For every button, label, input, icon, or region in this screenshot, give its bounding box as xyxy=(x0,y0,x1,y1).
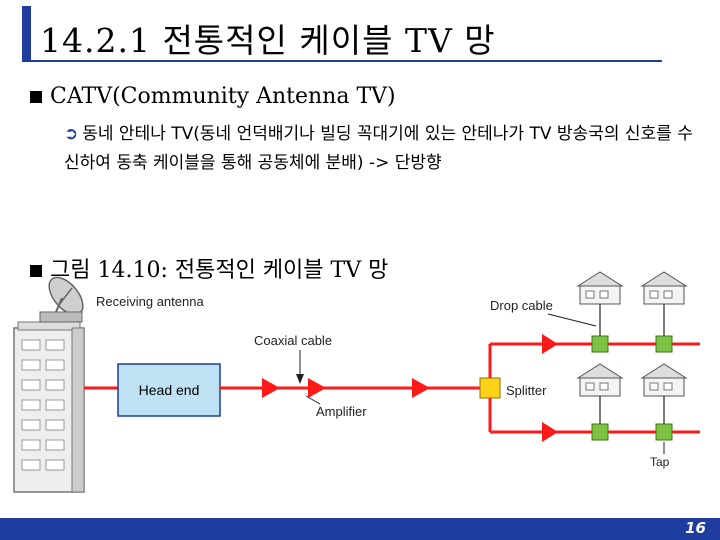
figure-caption-text: 그림 14.10: 전통적인 케이블 TV 망 xyxy=(50,258,389,283)
amplifier-icon xyxy=(412,378,430,398)
head-end-label: Head end xyxy=(139,382,200,398)
building-icon xyxy=(13,321,85,493)
square-bullet-icon xyxy=(30,265,42,277)
house-icon xyxy=(640,363,688,397)
page-number: 16 xyxy=(685,519,706,537)
tap-icon xyxy=(591,335,609,353)
tap-icon xyxy=(655,423,673,441)
coaxial-cable-label: Coaxial cable xyxy=(254,333,332,348)
bullet-catv-text: CATV(Community Antenna TV) xyxy=(50,84,396,109)
satellite-dish-icon xyxy=(39,276,84,323)
splitter-label: Splitter xyxy=(506,383,547,398)
amplifier-icon xyxy=(308,378,326,398)
house-icon xyxy=(640,271,688,305)
tap-icon xyxy=(591,423,609,441)
sub-bullet-description: ➲동네 안테나 TV(동네 언덕배기나 빌딩 꼭대기에 있는 안테나가 TV 방… xyxy=(64,120,694,178)
cable-tv-diagram: Receiving antenna Head end Coaxial cable… xyxy=(13,271,700,493)
house-icon xyxy=(576,271,624,305)
square-bullet-icon xyxy=(30,91,42,103)
title-accent-bar xyxy=(22,6,31,60)
tap-icon xyxy=(655,335,673,353)
title-underline xyxy=(22,60,662,62)
amplifier-label: Amplifier xyxy=(316,404,367,419)
footer-bar: 16 xyxy=(0,518,720,540)
splitter-icon xyxy=(479,377,501,399)
amplifier-pointer xyxy=(305,395,321,405)
amplifier-icon xyxy=(542,334,558,354)
head-end-box xyxy=(117,363,221,417)
receiving-antenna-label: Receiving antenna xyxy=(96,294,204,309)
drop-cable-pointer xyxy=(547,313,597,327)
sub-bullet-text: 동네 안테나 TV(동네 언덕배기나 빌딩 꼭대기에 있는 안테나가 TV 방송… xyxy=(64,124,693,173)
bullet-figure-caption: 그림 14.10: 전통적인 케이블 TV 망 xyxy=(30,252,388,283)
amplifier-icon xyxy=(262,378,280,398)
drop-cables xyxy=(599,304,665,424)
pointer-arrowhead xyxy=(296,374,304,384)
page-title: 14.2.1 전통적인 케이블 TV 망 xyxy=(40,21,496,60)
tap-label: Tap xyxy=(650,455,670,469)
drop-cable-label: Drop cable xyxy=(490,298,553,313)
house-icon xyxy=(576,363,624,397)
arrow-bullet-icon: ➲ xyxy=(64,124,79,144)
bullet-catv: CATV(Community Antenna TV) xyxy=(30,84,396,109)
amplifier-icon xyxy=(542,422,558,442)
